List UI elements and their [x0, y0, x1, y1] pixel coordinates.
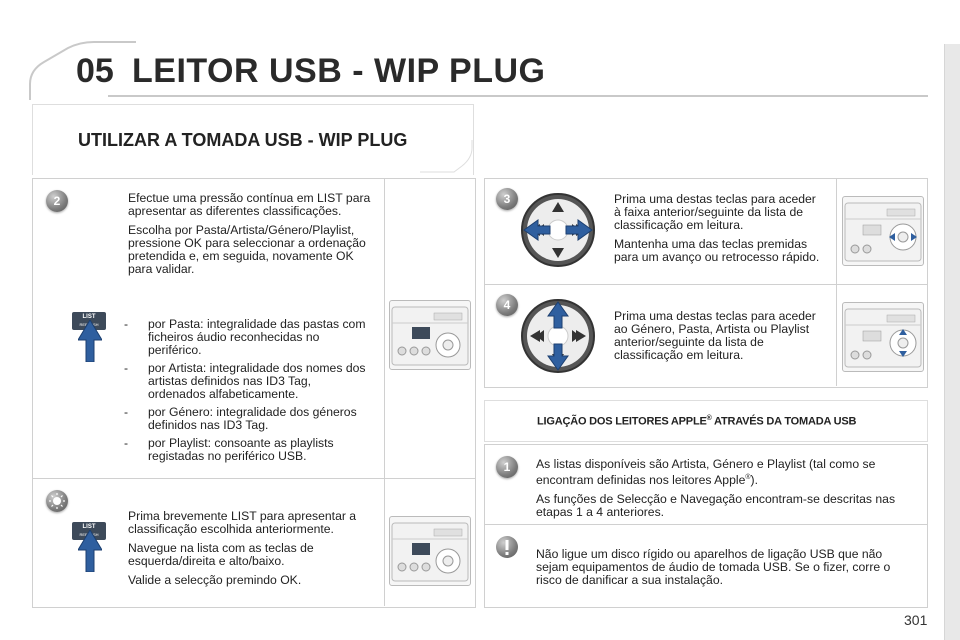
apple-heading-box: [484, 400, 928, 442]
right-top-divider: [836, 178, 837, 386]
list-item: - por Playlist: consoante as playlists re…: [124, 437, 372, 463]
tip-badge: [46, 490, 68, 512]
left-panel-separator: [32, 478, 475, 479]
list-button-illustration: LIST REFRESH: [66, 312, 116, 362]
press-arrow-icon: [78, 320, 102, 362]
apple-text: As listas disponíveis são Artista, Géner…: [536, 457, 918, 525]
lightbulb-icon: [49, 493, 65, 509]
subtitle-frame: [32, 104, 474, 175]
step-badge-2: 2: [46, 190, 68, 212]
radio-panel-illustration: [389, 300, 471, 370]
apple-text-part: ).: [750, 473, 758, 488]
apple-text-part: As listas disponíveis são Artista, Géner…: [536, 457, 876, 488]
tip-paragraph: Valide a selecção premindo OK.: [128, 573, 302, 587]
right-bottom-panel: [484, 444, 928, 608]
warning-text: Não ligue um disco rígido ou aparelhos d…: [536, 547, 891, 587]
tip-paragraph: Navegue na lista com as teclas de esquer…: [128, 541, 314, 568]
list-dash: -: [124, 361, 129, 375]
tip-paragraph: Prima brevemente LIST para apresentar a …: [128, 509, 357, 536]
registered-mark: ®: [745, 474, 751, 481]
apple-heading-tail: ATRAVÉS DA TOMADA USB: [711, 415, 857, 428]
list-dash: -: [124, 405, 129, 419]
step2-list: - por Pasta: integralidade das pastas com…: [124, 318, 372, 468]
step2-paragraph: Efectue uma pressão contínua em LIST par…: [128, 191, 371, 218]
left-panel-divider: [384, 178, 385, 606]
step2-paragraph: Escolha por Pasta/Artista/Género/Playlis…: [128, 223, 366, 276]
header-rule: [108, 95, 928, 97]
step-badge-1: 1: [496, 456, 518, 478]
list-dash: -: [124, 436, 129, 450]
list-button-label: LIST: [82, 524, 96, 530]
list-item-text: por Playlist: consoante as playlists reg…: [148, 436, 334, 463]
right-top-separator: [484, 284, 927, 285]
list-button-illustration: LIST REFRESH: [66, 522, 116, 572]
list-item-text: por Artista: integralidade dos nomes dos…: [148, 361, 366, 401]
exclamation-icon: [505, 540, 509, 555]
radio-unit-icon: [844, 308, 922, 368]
list-item: - por Pasta: integralidade das pastas com…: [124, 318, 372, 357]
list-item-text: por Pasta: integralidade das pastas com …: [148, 317, 366, 357]
page-title: LEITOR USB - WIP PLUG: [132, 52, 546, 90]
step2-text: Efectue uma pressão contínua em LIST par…: [128, 192, 373, 282]
chapter-number: 05: [76, 52, 114, 90]
radio-panel-illustration: [842, 196, 924, 266]
subtitle-frame-corner: [420, 140, 473, 173]
tip-text: Prima brevemente LIST para apresentar a …: [128, 510, 373, 593]
list-item: - por Artista: integralidade dos nomes do…: [124, 362, 372, 401]
registered-mark: ®: [706, 415, 712, 422]
step-badge-4: 4: [496, 294, 518, 316]
apple-section-heading: LIGAÇÃO DOS LEITORES APPLE® ATRAVÉS DA T…: [537, 415, 856, 428]
press-arrow-icon: [78, 530, 102, 572]
warning-badge: [496, 536, 518, 558]
list-item-text: por Género: integralidade dos géneros de…: [148, 405, 357, 432]
apple-paragraph: As funções de Selecção e Navegação encon…: [536, 492, 896, 520]
list-item: - por Género: integralidade dos géneros d…: [124, 406, 372, 432]
apple-paragraph: As listas disponíveis são Artista, Géner…: [536, 457, 918, 488]
step3-paragraph: Prima uma destas teclas para aceder à fa…: [614, 192, 816, 232]
list-dash: -: [124, 317, 129, 331]
radio-panel-illustration: [842, 302, 924, 372]
step3-paragraph: Mantenha uma das teclas premidas para um…: [614, 237, 820, 264]
step3-text: Prima uma destas teclas para aceder à fa…: [614, 193, 824, 270]
section-subtitle: UTILIZAR A TOMADA USB - WIP PLUG: [78, 130, 408, 150]
radio-unit-icon: [391, 306, 469, 366]
directional-pad-left-right-icon: [521, 193, 595, 267]
step-badge-3: 3: [496, 188, 518, 210]
radio-unit-icon: [844, 202, 922, 262]
step4-text: Prima uma destas teclas para aceder ao G…: [614, 310, 826, 368]
directional-pad-up-down-icon: [521, 299, 595, 373]
radio-panel-illustration: [389, 516, 471, 586]
right-bottom-separator: [484, 524, 927, 525]
radio-unit-icon: [391, 522, 469, 582]
list-button-label: LIST: [82, 314, 96, 320]
header-tab-shape: [29, 41, 136, 100]
apple-heading-text: LIGAÇÃO DOS LEITORES APPLE: [537, 415, 707, 428]
page-edge-strip: [944, 44, 960, 640]
page-number: 301: [904, 612, 928, 628]
step4-paragraph: Prima uma destas teclas para aceder ao G…: [614, 309, 816, 362]
